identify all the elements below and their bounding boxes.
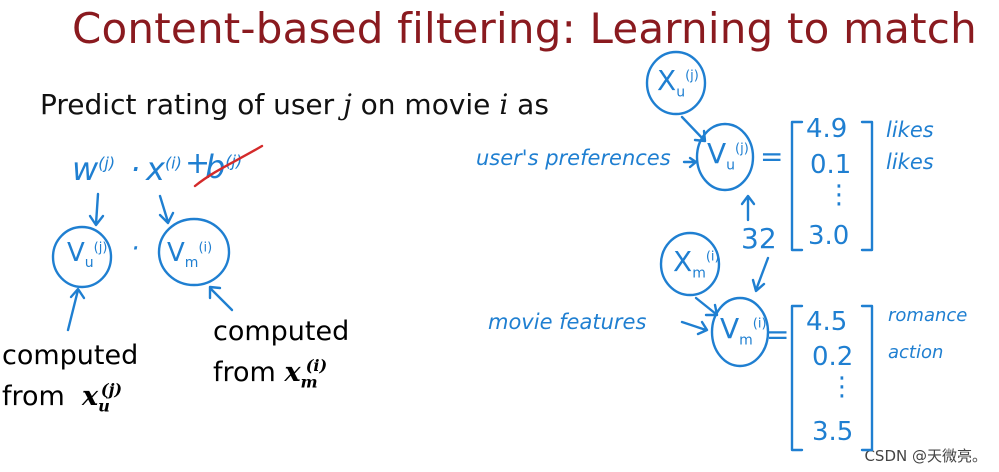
user-preferences-label: user's preferences [476,146,671,170]
bracket-vu-right [860,120,874,252]
circle-vm [710,296,770,368]
formula-x: x(i) [146,150,182,188]
bracket-vm-left [790,304,804,452]
arrow-w-to-vu [88,192,105,227]
vm-annotation-1: romance [888,305,968,326]
computed-left-line1: computed [2,340,139,371]
formula-dot: · [130,150,141,188]
predict-var-j: j [343,88,352,121]
arrow-xu-to-vu [680,115,707,143]
predict-middle: on movie [351,88,500,121]
vu-value-last: 3.0 [808,221,850,251]
predict-var-i: i [499,88,509,121]
predict-prefix: Predict rating of user [40,88,344,121]
bracket-vm-right [860,304,874,452]
formula-w: w(j) [72,150,116,188]
arrow-computed-left [66,287,86,332]
circle-left-vm [157,217,231,287]
arrow-label-to-vu [682,156,698,169]
computed-right-line2: from xm(i) [213,356,328,392]
arrow-label-to-vm [680,320,709,336]
arrow-x-to-vm [158,194,175,225]
movie-features-label: movie features [488,310,647,334]
left-vm-label: Vm(i) [167,238,213,272]
arrow-computed-right [208,285,234,312]
arrow-32-to-vm [751,256,770,293]
arrow-xm-to-vm [694,296,719,317]
watermark: CSDN @天微亮。 [864,447,987,465]
vu-value-dots: ⋮ [826,180,852,210]
predict-suffix: as [508,88,549,121]
vu-annotation-1: likes [886,118,934,142]
computed-right-line1: computed [213,316,350,347]
vu-annotation-2: likes [886,150,934,174]
circle-left-vu [51,225,113,289]
circle-xm [659,231,721,297]
computed-left-line2: from xu(j) [2,380,123,416]
vm-annotation-2: action [888,342,944,363]
vu-value-2: 0.1 [810,150,852,180]
strike-through-b [193,144,264,188]
left-dot: · [131,234,140,264]
xm-label: Xm(i) [673,245,720,282]
circle-xu [645,50,707,116]
vm-value-2: 0.2 [812,342,854,372]
vm-label: Vm(i) [720,312,767,349]
slide-title: Content-based filtering: Learning to mat… [72,4,977,53]
vu-equals: = [760,140,784,173]
circle-vu [695,122,755,192]
formula-plus: + [185,146,211,181]
left-vu-label: Vu(j) [67,238,108,272]
xu-label: Xu(j) [657,64,699,101]
vu-value-1: 4.9 [806,114,848,144]
dimension-32: 32 [741,222,777,255]
vm-value-dots: ⋮ [829,372,855,402]
bracket-vu-left [790,120,804,252]
vu-label: Vu(j) [707,137,749,174]
vm-value-last: 3.5 [812,417,854,447]
vm-equals: = [766,318,790,351]
vm-value-1: 4.5 [806,307,848,337]
arrow-32-to-vu [740,194,756,222]
predict-text: Predict rating of user j on movie i as [40,88,549,121]
